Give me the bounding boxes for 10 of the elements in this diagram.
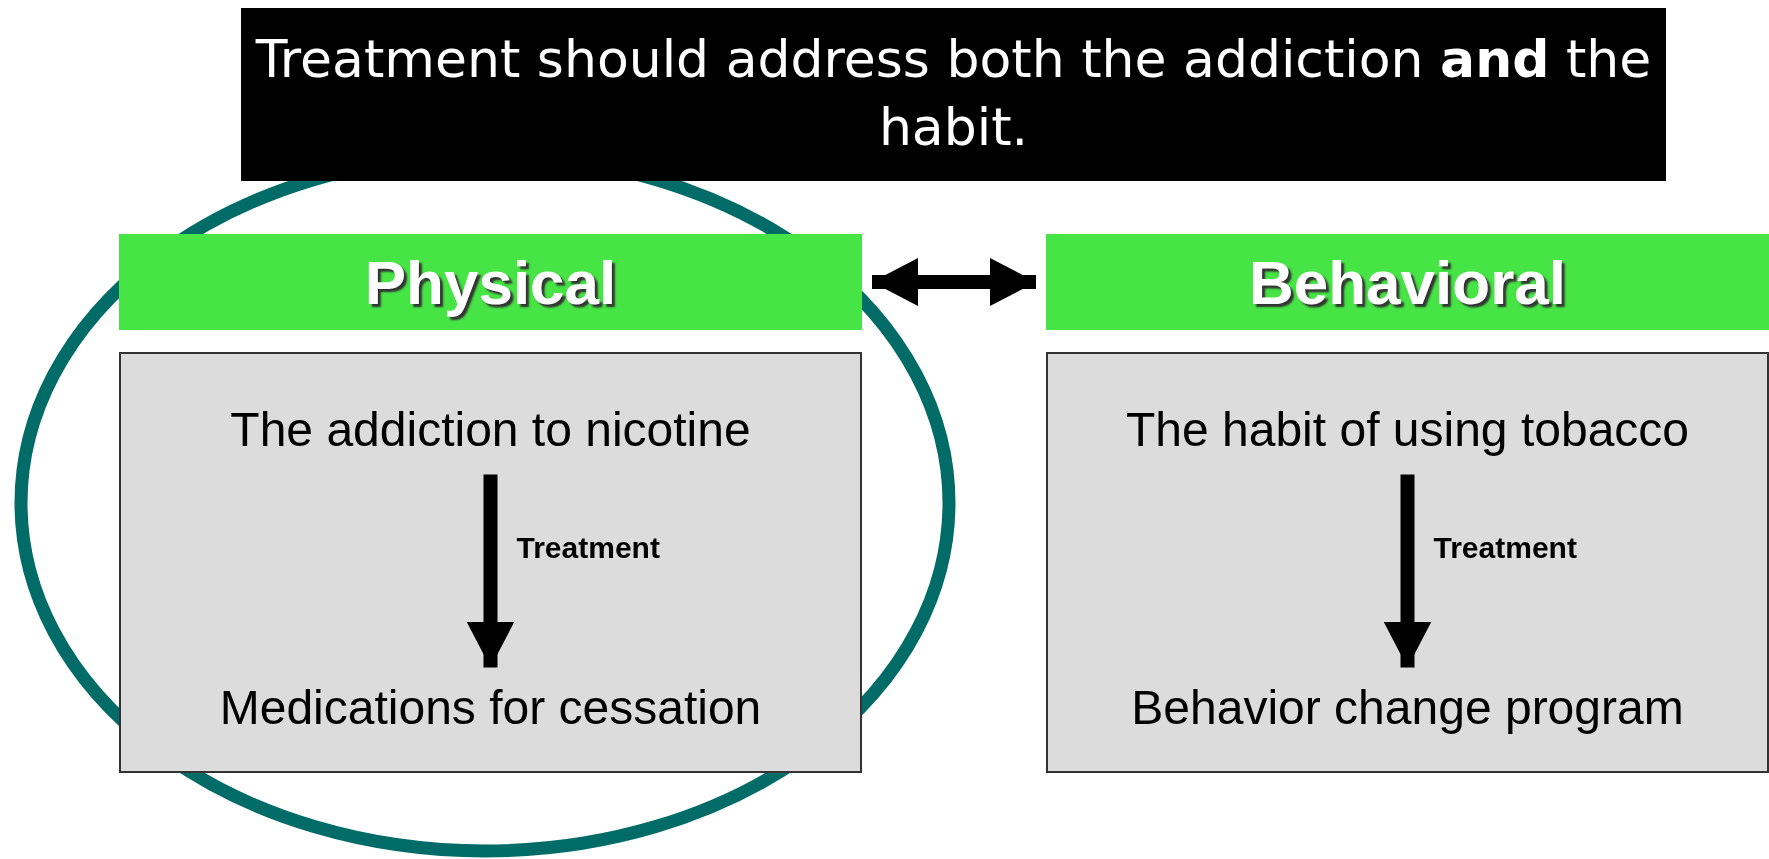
category-header: Behavioral (1046, 234, 1769, 330)
node-text: Medications for cessation (219, 679, 762, 735)
node-text: The addiction to nicotine (230, 401, 751, 457)
node-text: The habit of using tobacco (1126, 401, 1689, 457)
title-text: Treatment should address both the addiction and the habit. (241, 8, 1666, 181)
arrow (1383, 474, 1432, 668)
arrow (466, 474, 515, 668)
node-text: Behavior change program (1131, 679, 1684, 735)
arrow (872, 258, 1036, 306)
category-header: Physical (119, 234, 862, 330)
